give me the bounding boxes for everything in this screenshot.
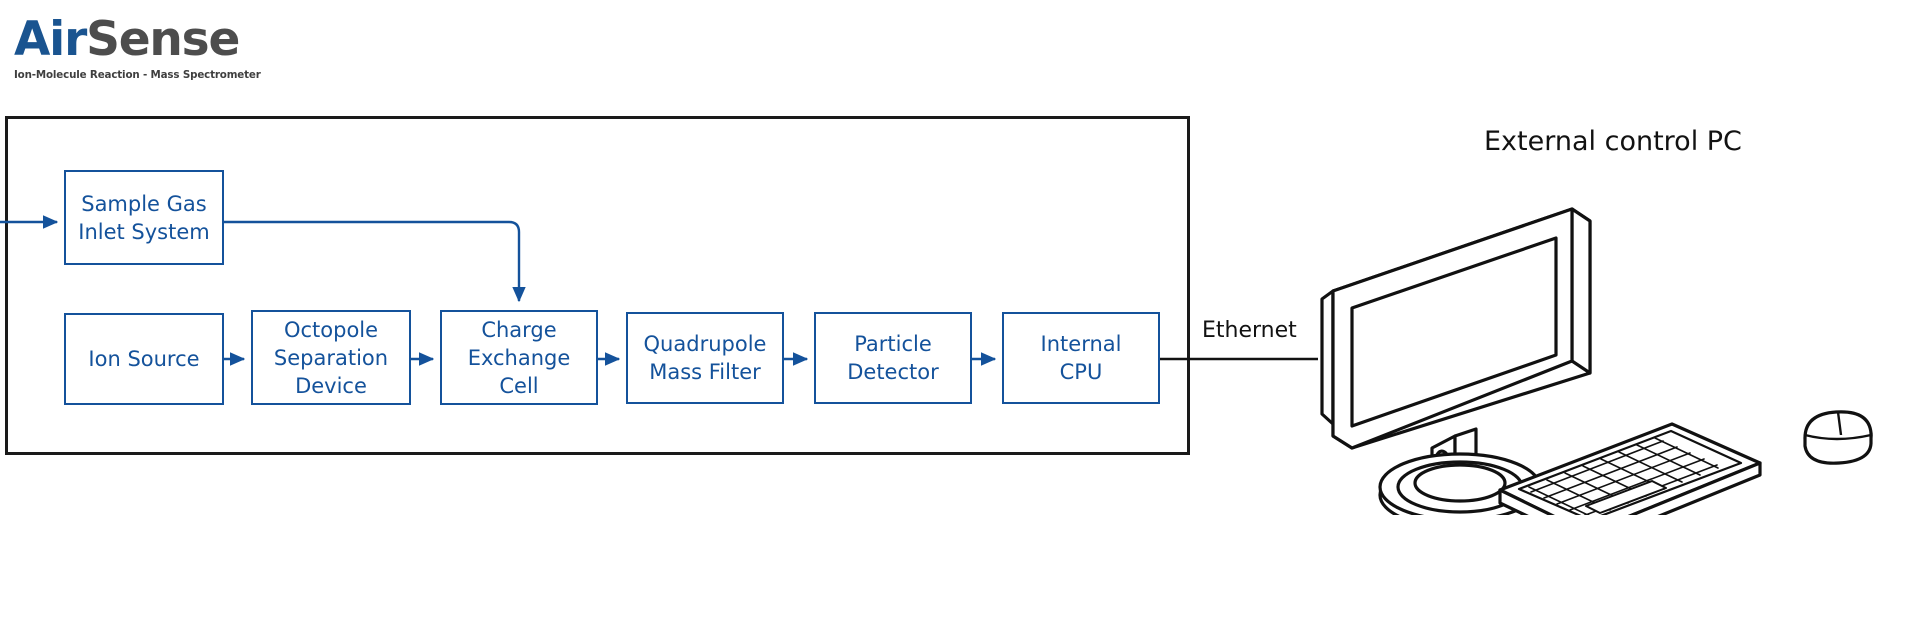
monitor-icon (1320, 207, 1592, 515)
node-charge-exchange-cell[interactable]: Charge Exchange Cell (440, 310, 598, 405)
node-internal-cpu[interactable]: Internal CPU (1002, 312, 1160, 404)
airsense-logo: AirSense Ion-Molecule Reaction - Mass Sp… (14, 14, 314, 94)
logo-tagline: Ion-Molecule Reaction - Mass Spectromete… (14, 69, 261, 81)
logo-wordmark: AirSense (14, 14, 314, 66)
mouse-icon (1803, 410, 1873, 465)
ethernet-label: Ethernet (1202, 318, 1297, 343)
logo-word-secondary: Sense (86, 12, 240, 67)
node-ion-source[interactable]: Ion Source (64, 313, 224, 405)
node-sample-gas-inlet-system[interactable]: Sample Gas Inlet System (64, 170, 224, 265)
external-control-pc-illustration (1320, 207, 1873, 515)
node-octopole-separation-device[interactable]: Octopole Separation Device (251, 310, 411, 405)
node-particle-detector[interactable]: Particle Detector (814, 312, 972, 404)
keyboard-icon (1498, 422, 1762, 515)
logo-word-primary: Air (14, 12, 87, 67)
node-quadrupole-mass-filter[interactable]: Quadrupole Mass Filter (626, 312, 784, 404)
external-control-pc-label: External control PC (1484, 126, 1742, 157)
